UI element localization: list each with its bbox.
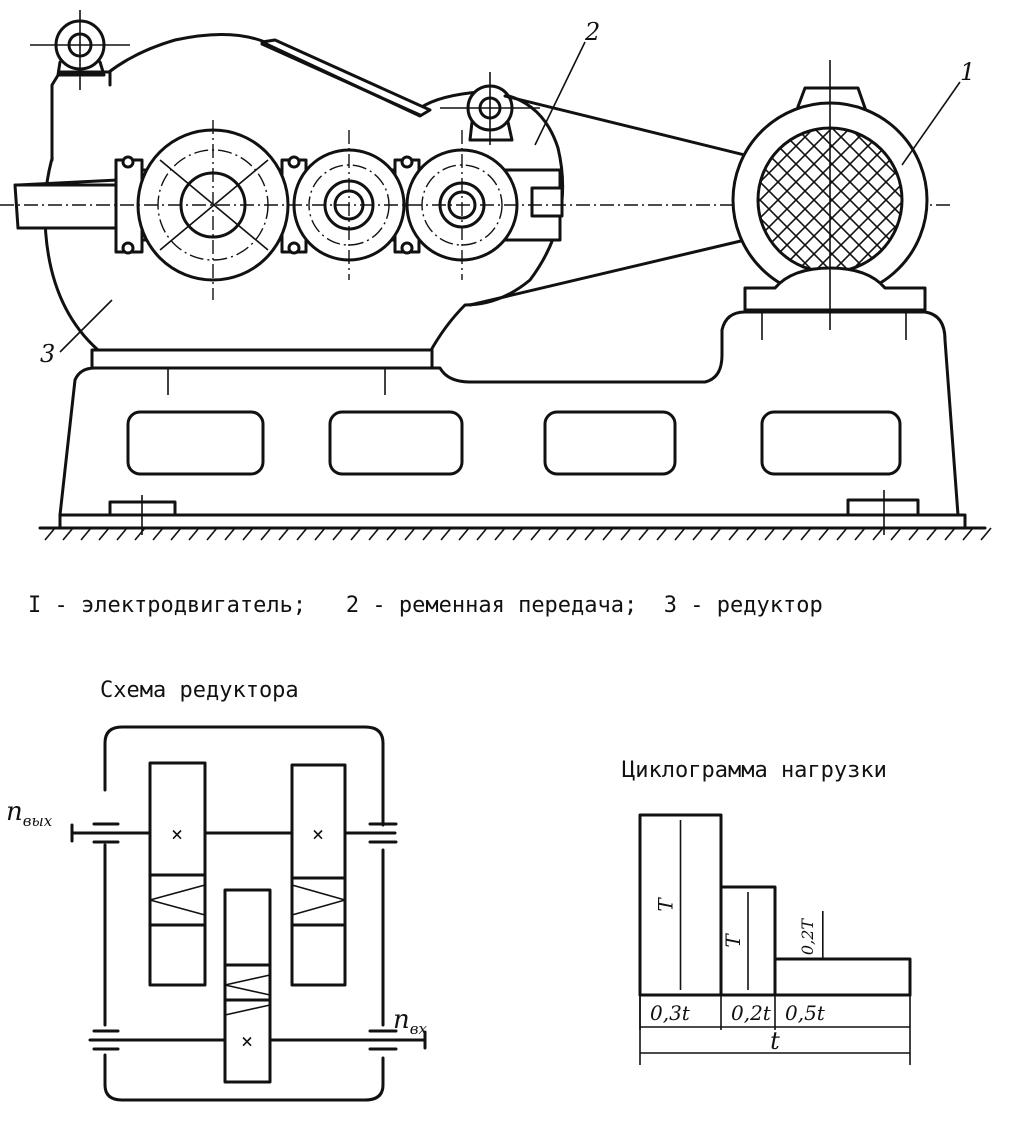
callout-leaders	[59, 41, 961, 353]
callout-3: 3	[40, 340, 55, 368]
callout-1: 1	[960, 58, 975, 86]
load-label-1: T	[654, 897, 678, 912]
ground-line	[38, 526, 992, 541]
gear-mark-1: ×	[171, 822, 183, 846]
n-out-label: nвых	[6, 797, 53, 830]
total-label: t	[770, 1027, 780, 1055]
belt-drive	[468, 94, 767, 307]
legend-text: I - электродвигатель; 2 - ременная перед…	[28, 593, 823, 618]
cyclogram: T 0,3t T 0,2t 0,2T 0,5tt	[638, 813, 912, 1065]
n-out-subscript: вых	[23, 812, 53, 830]
duration-label-2: 0,2t	[731, 1001, 772, 1025]
callout-2: 2	[584, 18, 600, 46]
load-bar-3	[773, 957, 912, 997]
load-label-3: 0,2T	[798, 918, 817, 955]
n-out-symbol: n	[6, 797, 23, 827]
scheme-title: Схема редуктора	[100, 678, 299, 703]
load-label-2: T	[721, 933, 745, 948]
gear-mark-3: ×	[241, 1029, 253, 1053]
duration-label-1: 0,3t	[650, 1001, 691, 1025]
duration-label-3: 0,5t	[785, 1001, 826, 1025]
electric-motor	[731, 60, 929, 330]
n-in-symbol: n	[393, 1005, 410, 1035]
n-in-label: nвх	[393, 1005, 427, 1038]
reducer-centerlines	[0, 120, 950, 300]
reducer-scheme	[70, 725, 427, 1102]
n-in-subscript: вх	[410, 1020, 428, 1038]
cyclogram-title: Циклограмма нагрузки	[622, 758, 887, 783]
gear-mark-2: ×	[312, 822, 324, 846]
